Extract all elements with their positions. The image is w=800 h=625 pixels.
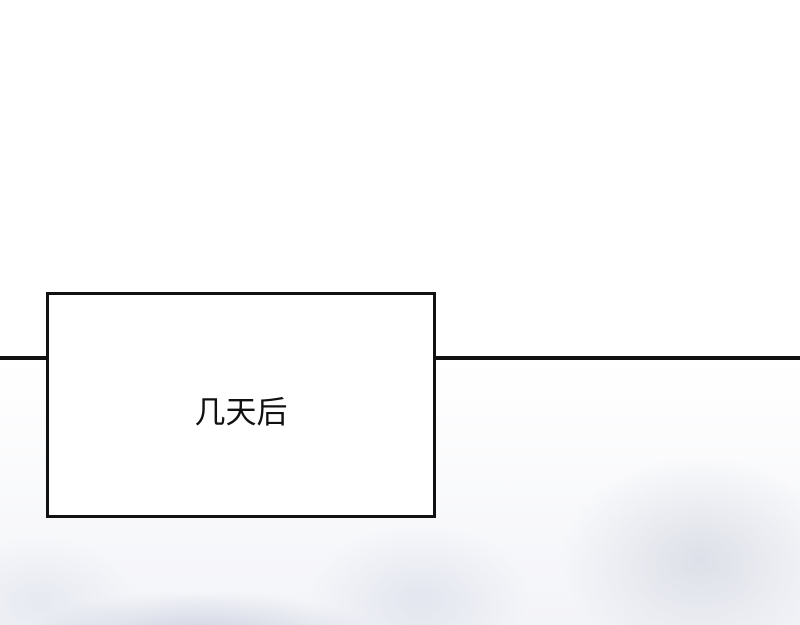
caption-text: 几天后 xyxy=(194,395,288,431)
panel-divider-line-left xyxy=(0,356,48,360)
panel-divider-line-right xyxy=(432,356,800,360)
caption-box: 几天后 xyxy=(46,292,436,518)
